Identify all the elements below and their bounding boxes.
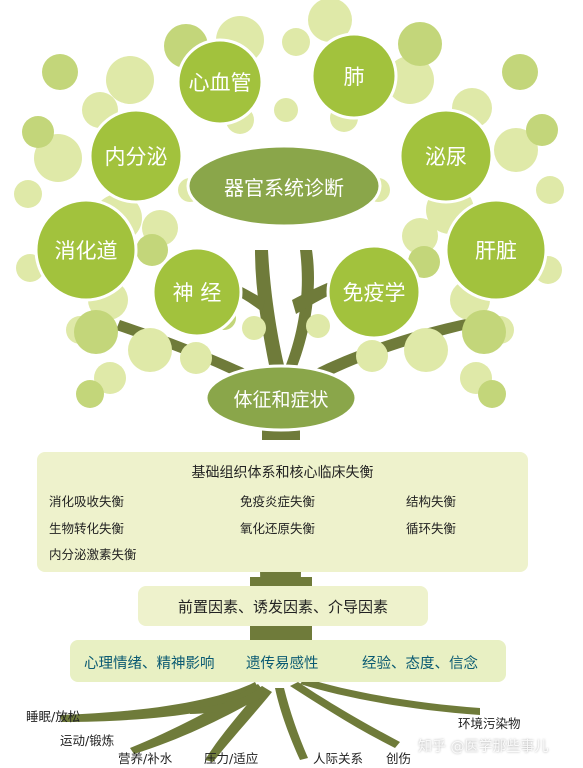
root-label-environment: 环境污染物: [458, 716, 521, 731]
organ-circle-cardio: [176, 38, 264, 126]
organ-circle-digestive: [34, 198, 138, 302]
leaf-circle: [282, 28, 310, 56]
foundation-item: 生物转化失衡: [49, 521, 125, 536]
center-node: [186, 144, 382, 228]
organ-circle-neuro: [151, 246, 243, 338]
organ-circle-liver: [444, 198, 548, 302]
foundation-item: 结构失衡: [406, 494, 457, 509]
organ-circle-urinary: [398, 108, 494, 204]
root-label-nutrition: 营养/补水: [118, 751, 173, 766]
leaf-circle: [526, 114, 558, 146]
tree-roots: [60, 678, 480, 762]
leaf-circle: [76, 380, 104, 408]
leaf-circle: [462, 310, 506, 354]
factors-text: 前置因素、诱发因素、介导因素: [177, 597, 388, 616]
leaf-circle: [128, 328, 172, 372]
psych-panel: 心理情绪、精神影响 遗传易感性 经验、态度、信念: [70, 640, 506, 682]
root-label-relationships: 人际关系: [313, 751, 364, 766]
root-label-stress: 压力/适应: [204, 751, 259, 766]
root-label-sleep: 睡眠/放松: [26, 709, 81, 724]
leaf-circle: [242, 316, 266, 340]
foundation-panel: 基础组织体系和核心临床失衡 消化吸收失衡 免疫炎症失衡 结构失衡 生物转化失衡 …: [37, 452, 528, 572]
leaf-circle: [34, 134, 82, 182]
watermark: 知乎 @医学那些事儿: [418, 739, 549, 755]
leaf-circle: [136, 234, 168, 266]
leaf-circle: [536, 176, 564, 204]
leaf-circle: [308, 0, 352, 42]
foundation-item: 内分泌激素失衡: [49, 547, 137, 562]
psych-item: 心理情绪、精神影响: [84, 656, 215, 672]
leaf-circle: [386, 56, 434, 104]
organ-circle-lung: [310, 32, 398, 120]
leaf-circle: [106, 56, 154, 104]
organ-circle-endocrine: [88, 108, 184, 204]
leaf-circle: [356, 340, 388, 372]
leaf-circle: [502, 54, 538, 90]
leaf-circle: [478, 380, 506, 408]
foundation-item: 免疫炎症失衡: [240, 494, 316, 509]
leaf-circle: [94, 362, 126, 394]
leaf-circle: [180, 342, 212, 374]
leaf-circle: [274, 98, 298, 122]
organ-circles: [34, 32, 548, 432]
root-label-exercise: 运动/锻炼: [60, 733, 115, 748]
leaf-circle: [494, 128, 538, 172]
foundation-title: 基础组织体系和核心临床失衡: [191, 465, 374, 481]
organ-circle-immunology: [326, 244, 422, 340]
root-label-trauma: 创伤: [386, 751, 412, 766]
leaf-circle: [42, 54, 78, 90]
foundation-item: 氧化还原失衡: [240, 521, 316, 536]
leaf-circle: [74, 310, 118, 354]
leaf-circle: [402, 218, 438, 254]
leaf-circle: [404, 328, 448, 372]
psych-item: 遗传易感性: [246, 656, 319, 672]
signs-symptoms-node: [204, 364, 358, 432]
foundation-item: 消化吸收失衡: [49, 494, 125, 509]
factors-panel: 前置因素、诱发因素、介导因素: [138, 586, 428, 626]
leaf-circle: [398, 22, 442, 66]
leaf-circle: [14, 180, 42, 208]
leaf-circle: [306, 314, 330, 338]
foundation-item: 循环失衡: [406, 521, 457, 536]
leaf-circle: [22, 116, 54, 148]
psych-item: 经验、态度、信念: [362, 656, 478, 672]
